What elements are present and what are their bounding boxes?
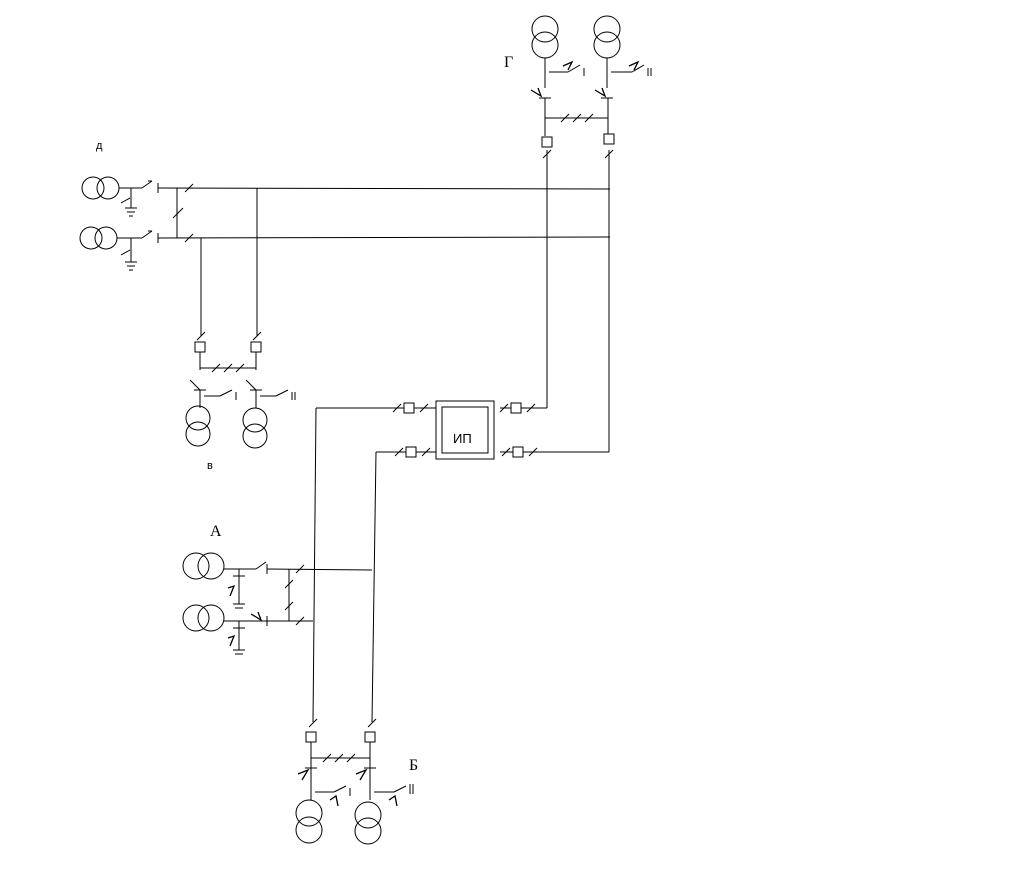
transformer-icon <box>185 405 211 447</box>
breaker-icon <box>305 731 317 743</box>
transformer-icon <box>79 226 118 250</box>
transformer-icon <box>182 604 225 632</box>
breaker-icon <box>405 446 417 458</box>
breaker-icon <box>512 446 524 458</box>
transformer-icon <box>242 407 268 449</box>
label-d: д <box>96 140 103 152</box>
breaker-icon <box>364 731 376 743</box>
transformer-icon <box>182 552 225 580</box>
breaker-icon <box>510 402 522 414</box>
substation-d: д <box>79 140 194 271</box>
transformer-icon <box>354 801 382 845</box>
transformer-icon <box>593 15 621 59</box>
label-ip: ИП <box>453 431 472 446</box>
ground-switch-icon <box>120 238 137 271</box>
label-b: Б <box>409 757 418 774</box>
substation-g: Г <box>504 15 652 159</box>
transformer-icon <box>531 15 559 59</box>
ground-switch-icon <box>120 188 137 217</box>
breaker-icon <box>194 341 206 353</box>
ip-node: ИП <box>392 400 538 460</box>
ip-inner-box <box>441 406 489 454</box>
label-a: А <box>210 523 222 540</box>
disconnector-icon <box>141 230 159 243</box>
substation-v: в <box>185 331 296 472</box>
transformer-icon <box>295 799 323 844</box>
breaker-icon <box>250 341 262 353</box>
label-v: в <box>207 460 213 472</box>
label-g: Г <box>504 54 513 71</box>
transmission-lines <box>157 150 611 723</box>
transformer-icon <box>81 176 120 200</box>
breaker-icon <box>603 133 615 145</box>
substation-a: А <box>182 523 305 655</box>
breaker-icon <box>541 136 553 148</box>
breaker-icon <box>403 402 415 414</box>
substation-b: Б <box>295 718 418 845</box>
disconnector-icon <box>141 180 159 193</box>
